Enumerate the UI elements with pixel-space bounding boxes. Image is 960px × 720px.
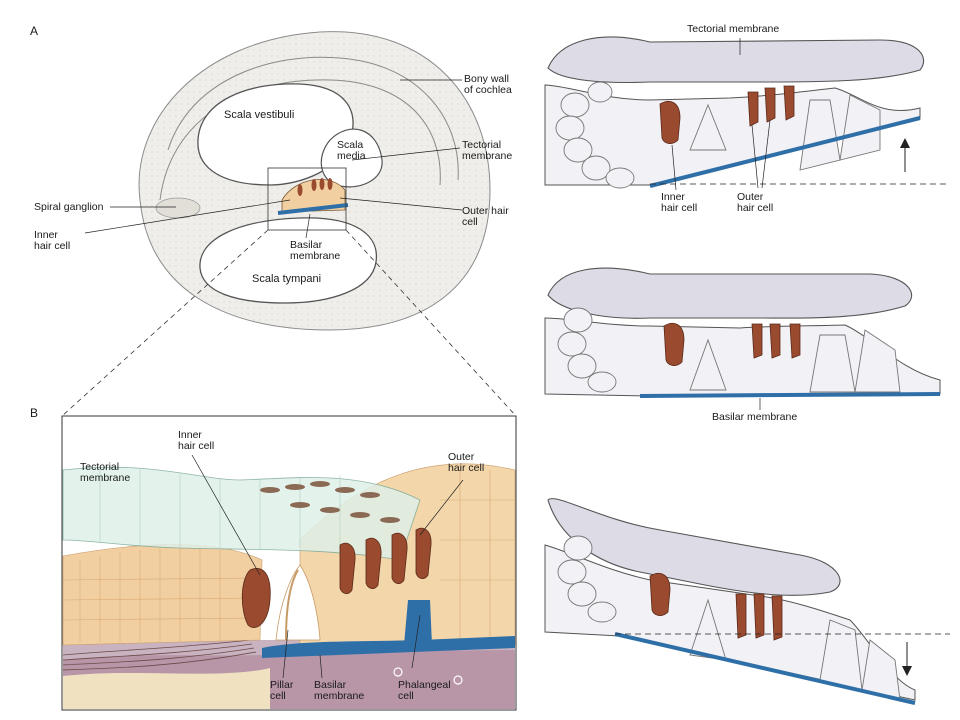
- arrow-down: [902, 642, 912, 676]
- nerve-fibers: [62, 639, 257, 671]
- label-inner-hair-cell-a: Inner hair cell: [34, 229, 71, 252]
- label-inner-hair-cell-b: Inner hair cell: [178, 429, 215, 452]
- label-basilar-membrane-b: Basilar membrane: [314, 679, 365, 702]
- organ-bottom: [544, 544, 916, 701]
- label-basilar-membrane-a: Basilar membrane: [290, 239, 341, 262]
- tectorial-membrane-middle: [547, 267, 913, 319]
- panel-a-cross-section: [61, 31, 517, 417]
- outer-hair-cells-b: [339, 527, 432, 594]
- label-basilar-membrane-right: Basilar membrane: [712, 411, 798, 423]
- label-spiral-ganglion: Spiral ganglion: [34, 201, 104, 213]
- label-outer-hair-cell-right: Outer hair cell: [737, 191, 774, 214]
- panel-label-a: A: [30, 24, 39, 38]
- hair-cells-bottom: [649, 573, 783, 641]
- support-cells-middle: [557, 307, 901, 393]
- basilar-membrane-bottom: [614, 632, 916, 705]
- support-cells-top: [555, 81, 881, 189]
- tectorial-striations: [99, 468, 341, 550]
- label-tectorial-membrane-a: Tectorial membrane: [462, 139, 513, 162]
- basilar-membrane-small: [277, 203, 349, 215]
- right-panel-middle: [544, 267, 941, 410]
- phalangeal-cell-shape: [404, 600, 432, 645]
- label-phalangeal-cell: Phalangeal cell: [398, 679, 451, 702]
- basilar-membrane-top: [649, 116, 921, 188]
- label-scala-vestibuli: Scala vestibuli: [224, 109, 295, 121]
- tectorial-membrane-top: [547, 36, 925, 84]
- inner-hair-cell-b: [241, 568, 271, 628]
- cell-tissue-left: [62, 544, 263, 646]
- cell-grid: [62, 470, 515, 642]
- label-inner-hair-cell-right: Inner hair cell: [661, 191, 698, 214]
- scala-media-shape: [320, 128, 383, 188]
- label-outer-hair-cell-b: Outer hair cell: [448, 451, 485, 474]
- label-tectorial-membrane-b: Tectorial membrane: [80, 461, 131, 484]
- panel-b-leaders: [191, 454, 464, 679]
- panel-a-leaders: [84, 79, 463, 239]
- panel-label-b: B: [30, 406, 39, 420]
- panel-b-detail: [61, 415, 517, 711]
- basilar-membrane-b: [262, 636, 515, 658]
- basilar-membrane-middle: [639, 392, 941, 398]
- label-scala-media: Scala media: [337, 139, 366, 162]
- hair-cells-middle: [663, 323, 801, 366]
- label-scala-tympani: Scala tympani: [252, 273, 322, 285]
- label-bony-wall: Bony wall of cochlea: [464, 73, 512, 96]
- right-panel-top: [544, 36, 950, 191]
- hair-cells-small: [297, 178, 333, 196]
- projection-right: [345, 229, 517, 417]
- right-panel-bottom: [544, 498, 950, 705]
- right-top-leaders: [671, 38, 771, 191]
- tectorial-membrane-b: [62, 466, 421, 561]
- bone-shelf: [63, 668, 270, 709]
- hair-cells-top: [659, 85, 795, 144]
- arrow-up: [900, 138, 910, 172]
- pillar-cell-shape: [285, 569, 299, 641]
- stereocilia-rows: [260, 481, 400, 523]
- spiral-ganglion-shape: [155, 197, 201, 219]
- label-pillar-cell: Pillar cell: [270, 679, 294, 702]
- label-tectorial-membrane-right: Tectorial membrane: [687, 23, 780, 35]
- label-outer-hair-cell-a: Outer hair cell: [462, 205, 509, 228]
- scala-tympani-shape: [199, 217, 378, 304]
- projection-left: [61, 229, 269, 417]
- tectorial-membrane-bottom: [547, 498, 841, 596]
